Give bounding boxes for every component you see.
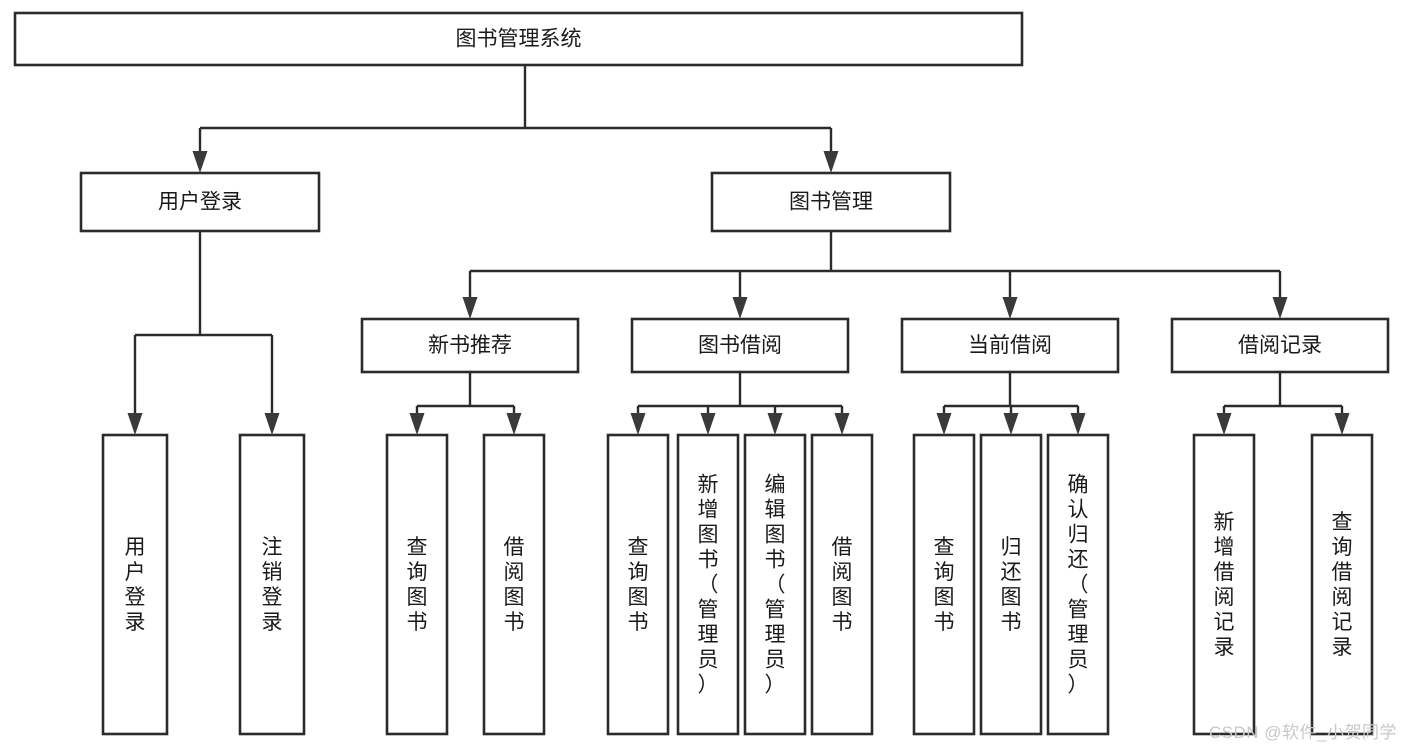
node-box[interactable] <box>101 433 169 736</box>
node-box[interactable] <box>979 433 1043 736</box>
connector-group <box>1216 372 1350 435</box>
arrow-head-icon <box>630 413 646 435</box>
node-label: 查询图书 <box>628 536 649 634</box>
node-label: 用户登录 <box>125 536 146 634</box>
node-label: 当前借阅 <box>968 334 1052 357</box>
node-label: 确认归还（管理员） <box>1068 474 1089 697</box>
arrow-head-icon <box>732 297 748 319</box>
connector-group <box>936 372 1086 435</box>
arrow-head-icon <box>264 413 280 435</box>
level3-node-current-borrow[interactable]: 当前借阅 <box>900 317 1120 374</box>
level3-node-borrow-record[interactable]: 借阅记录 <box>1170 317 1390 374</box>
leaf-node-leaf-query-book-recommend[interactable]: 查询图书 <box>385 433 449 736</box>
node-box[interactable] <box>482 433 546 736</box>
leaf-node-leaf-borrow-book-recommend[interactable]: 借阅图书 <box>482 433 546 736</box>
leaf-node-leaf-borrow-book[interactable]: 借阅图书 <box>810 433 874 736</box>
leaf-node-leaf-query-book-current[interactable]: 查询图书 <box>912 433 976 736</box>
node-box[interactable] <box>810 433 874 736</box>
arrow-head-icon <box>462 297 478 319</box>
node-box[interactable] <box>900 317 1120 374</box>
arrow-head-icon <box>823 151 839 173</box>
leaf-node-leaf-return-book[interactable]: 归还图书 <box>979 433 1043 736</box>
node-label: 查询图书 <box>407 536 428 634</box>
arrow-head-icon <box>936 413 952 435</box>
arrow-head-icon <box>700 413 716 435</box>
arrow-head-icon <box>506 413 522 435</box>
arrow-head-icon <box>834 413 850 435</box>
node-box[interactable] <box>1046 433 1110 736</box>
node-label: 用户登录 <box>158 191 242 214</box>
connector-layer <box>127 65 1350 435</box>
arrow-head-icon <box>1070 413 1086 435</box>
arrow-head-icon <box>767 413 783 435</box>
leaf-node-leaf-query-borrow-record[interactable]: 查询借阅记录 <box>1310 433 1374 736</box>
arrow-head-icon <box>127 413 143 435</box>
node-box[interactable] <box>360 317 580 374</box>
node-box[interactable] <box>385 433 449 736</box>
node-box[interactable] <box>1310 433 1374 736</box>
node-label: 图书管理系统 <box>456 28 582 51</box>
node-label: 借阅图书 <box>832 536 853 634</box>
leaf-node-leaf-query-book-borrow[interactable]: 查询图书 <box>606 433 670 736</box>
connector-group <box>127 231 280 435</box>
node-box[interactable] <box>676 433 740 736</box>
leaf-node-leaf-logout[interactable]: 注销登录 <box>238 433 306 736</box>
arrow-head-icon <box>1003 413 1019 435</box>
node-label: 图书借阅 <box>698 334 782 357</box>
root-node-root[interactable]: 图书管理系统 <box>13 11 1024 67</box>
node-box[interactable] <box>710 171 952 233</box>
connector-group <box>192 65 839 173</box>
node-label: 新书推荐 <box>428 334 512 357</box>
level3-node-new-book-recommend[interactable]: 新书推荐 <box>360 317 580 374</box>
arrow-head-icon <box>409 413 425 435</box>
node-label: 查询图书 <box>934 536 955 634</box>
node-box[interactable] <box>1192 433 1256 736</box>
node-label: 图书管理 <box>789 191 873 214</box>
node-box[interactable] <box>912 433 976 736</box>
leaf-node-leaf-add-book[interactable]: 新增图书（管理员） <box>676 433 740 736</box>
arrow-head-icon <box>1216 413 1232 435</box>
arrow-head-icon <box>1002 297 1018 319</box>
node-box[interactable] <box>630 317 850 374</box>
node-label: 注销登录 <box>262 536 283 634</box>
node-label: 借阅图书 <box>504 536 525 634</box>
arrow-head-icon <box>192 151 208 173</box>
level2-node-book-manage[interactable]: 图书管理 <box>710 171 952 233</box>
node-box[interactable] <box>238 433 306 736</box>
arrow-head-icon <box>1334 413 1350 435</box>
leaf-node-leaf-add-borrow-record[interactable]: 新增借阅记录 <box>1192 433 1256 736</box>
node-box[interactable] <box>79 171 321 233</box>
leaf-node-leaf-edit-book[interactable]: 编辑图书（管理员） <box>743 433 807 736</box>
node-box[interactable] <box>606 433 670 736</box>
connector-group <box>630 372 850 435</box>
node-box[interactable] <box>743 433 807 736</box>
node-label: 借阅记录 <box>1238 334 1322 357</box>
connector-group <box>409 372 522 435</box>
node-label: 编辑图书（管理员） <box>765 474 786 697</box>
node-label: 新增图书（管理员） <box>698 474 719 697</box>
node-label: 新增借阅记录 <box>1214 511 1235 659</box>
level3-node-book-borrow[interactable]: 图书借阅 <box>630 317 850 374</box>
leaf-node-leaf-user-login[interactable]: 用户登录 <box>101 433 169 736</box>
level2-node-user-login[interactable]: 用户登录 <box>79 171 321 233</box>
node-label: 查询借阅记录 <box>1332 511 1353 659</box>
node-box[interactable] <box>13 11 1024 67</box>
arrow-head-icon <box>1272 297 1288 319</box>
leaf-node-leaf-confirm-return[interactable]: 确认归还（管理员） <box>1046 433 1110 736</box>
node-label: 归还图书 <box>1001 536 1022 634</box>
node-layer: 图书管理系统用户登录图书管理新书推荐图书借阅当前借阅借阅记录用户登录注销登录查询… <box>13 11 1390 736</box>
node-box[interactable] <box>1170 317 1390 374</box>
connector-group <box>462 231 1288 319</box>
